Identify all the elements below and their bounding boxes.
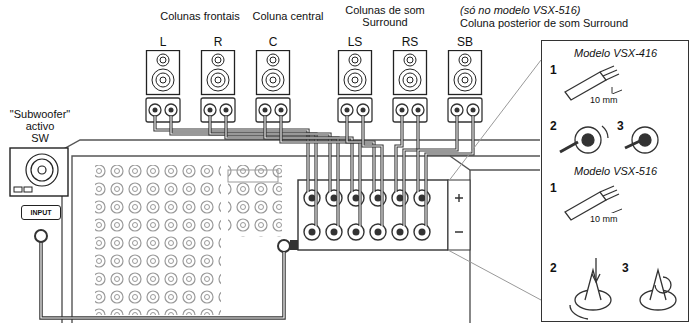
input-label: INPUT (22, 208, 60, 217)
subwoofer-label: SW (2, 132, 78, 144)
subwoofer-label: "Subwoofer" activo (2, 108, 78, 132)
speaker-box: R (200, 36, 236, 96)
speaker-terminal-block (298, 180, 470, 250)
jack-panel (228, 170, 278, 182)
receiver-housing (62, 140, 540, 323)
group-label: (só no modelo VSX-516) (460, 4, 580, 16)
group-label: Colunas de som Surround (340, 4, 430, 28)
dimension-label: 10 mm (590, 94, 618, 106)
channel-label: C (255, 36, 291, 49)
channel-label: SB (447, 36, 483, 49)
group-label: Coluna central (238, 10, 338, 22)
model-heading: Modelo VSX-416 (574, 47, 657, 59)
subwoofer-cable (35, 230, 284, 318)
input-tag: INPUT (21, 205, 61, 220)
step-number: 3 (622, 262, 629, 274)
channel-label: L (145, 36, 181, 49)
terminal-posts (304, 190, 430, 240)
step-number: 1 (550, 182, 557, 194)
group-label: Colunas frontais (140, 10, 260, 22)
subwoofer-icon (2, 147, 78, 199)
speaker-box: RS (392, 36, 428, 96)
jack-panel (228, 165, 282, 237)
speaker-icon (145, 50, 181, 96)
speaker-icon (255, 50, 291, 96)
channel-label: RS (392, 36, 428, 49)
step-number: 2 (550, 120, 557, 132)
inset-panel: Modelo VSX-416Modelo VSX-516 (541, 40, 689, 322)
speaker-box: C (255, 36, 291, 96)
group-label: Coluna posterior de som Surround (460, 17, 628, 29)
speaker-icon (200, 50, 236, 96)
speaker-wires (155, 116, 473, 226)
model-heading: Modelo VSX-516 (574, 165, 657, 177)
channel-label: LS (337, 36, 373, 49)
speaker-icon (447, 50, 483, 96)
step-number: 3 (617, 120, 624, 132)
speaker-box: LS (337, 36, 373, 96)
dimension-label: 10 mm (590, 213, 618, 225)
speaker-icon (337, 50, 373, 96)
sub-out-jack (278, 240, 290, 252)
step-number: 2 (550, 262, 557, 274)
terminal-516-steps (570, 258, 676, 319)
inset-leader (448, 60, 541, 300)
speaker-box: L (145, 36, 181, 96)
jack-panel (95, 165, 221, 315)
subwoofer-box: "Subwoofer" activoSW (2, 108, 78, 199)
speaker-box: SB (447, 36, 483, 96)
step-number: 1 (550, 64, 557, 76)
speaker-icon (392, 50, 428, 96)
terminal-416-steps (560, 126, 658, 153)
channel-label: R (200, 36, 236, 49)
speaker-terminals (146, 98, 482, 122)
